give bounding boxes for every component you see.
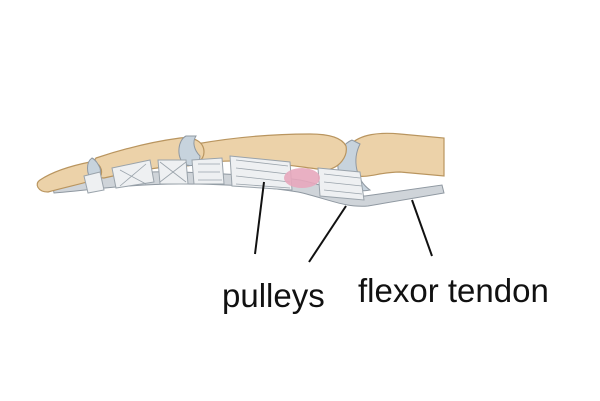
flexor-tendon-label: flexor tendon: [358, 272, 549, 309]
pulleys-leader-line-1: [254, 181, 265, 255]
flexor-tendon-leader-line: [411, 199, 433, 257]
pulleys-leader-line-2: [308, 205, 347, 263]
pulley-fibres: [119, 159, 363, 195]
pulley-a4: [111, 159, 155, 189]
pulley-a5: [83, 171, 105, 194]
pulley-a3: [191, 157, 225, 185]
inflamed-tendon-nodule: [284, 168, 320, 188]
pulleys-label: pulleys: [222, 277, 325, 314]
metacarpal-bone: [343, 132, 445, 178]
